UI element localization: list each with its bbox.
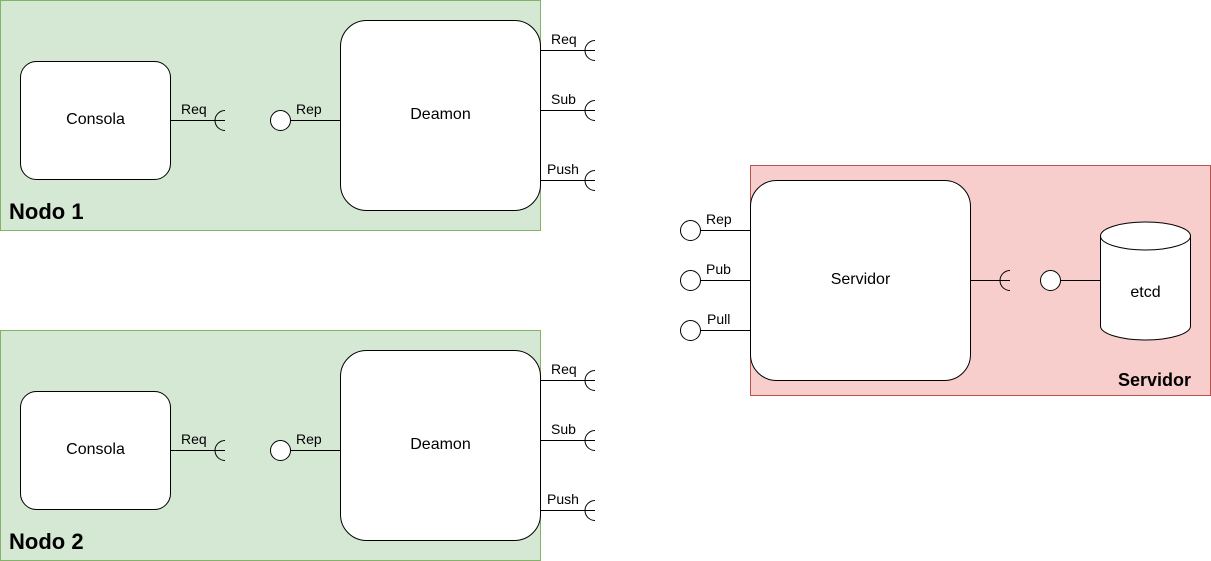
- node-2-daemon-box[interactable]: [340, 350, 541, 541]
- node-2-daemon-label: Deamon: [410, 436, 470, 453]
- node-1-daemon-push-label: Push: [547, 161, 579, 177]
- server-pull-ball: [680, 320, 701, 341]
- etcd-label: etcd: [1130, 284, 1160, 301]
- server-etcd-socket: [999, 270, 1011, 291]
- server-group-label: Servidor: [1118, 370, 1191, 390]
- node-2-daemon-rep-ball: [270, 440, 291, 461]
- server-group: Servidor Rep Pub Pull Servidor etcd: [680, 165, 1211, 396]
- node-2-daemon-sub-label: Sub: [551, 421, 576, 437]
- node-1-consola-req-socket: [214, 110, 226, 131]
- node-2-group: Nodo 2 Consola Req Rep Deamon Req Sub Pu…: [0, 330, 596, 561]
- node-1-daemon-sub-label: Sub: [551, 91, 576, 107]
- server-pub-ball: [680, 270, 701, 291]
- node-1-daemon-rep-label: Rep: [296, 101, 322, 117]
- node-2-daemon-req-label: Req: [551, 361, 577, 377]
- server-box-label: Servidor: [831, 271, 891, 288]
- node-2-daemon-sub-socket: [584, 430, 596, 451]
- node-2-daemon-rep-label: Rep: [296, 431, 322, 447]
- server-rep-label: Rep: [706, 211, 732, 227]
- node-1-label: Nodo 1: [9, 199, 84, 224]
- node-2-consola-label: Consola: [66, 441, 125, 458]
- node-1-daemon-label: Deamon: [410, 106, 470, 123]
- etcd-database-icon[interactable]: [1100, 221, 1191, 341]
- node-1-consola-label: Consola: [66, 111, 125, 128]
- node-2-daemon-push-label: Push: [547, 491, 579, 507]
- server-pull-label: Pull: [707, 311, 730, 327]
- node-2-consola-req-socket: [214, 440, 226, 461]
- node-1-daemon-rep-ball: [270, 110, 291, 131]
- node-1-daemon-push-socket: [584, 170, 596, 191]
- node-2-label: Nodo 2: [9, 529, 84, 554]
- node-2-consola-req-label: Req: [181, 431, 207, 447]
- node-2-daemon-push-socket: [584, 500, 596, 521]
- node-1-consola-req-label: Req: [181, 101, 207, 117]
- node-1-group: Nodo 1 Consola Req Rep Deamon Req Sub Pu…: [0, 0, 596, 231]
- server-rep-ball: [680, 220, 701, 241]
- node-2-daemon-req-socket: [584, 370, 596, 391]
- server-pub-label: Pub: [706, 261, 731, 277]
- node-1-daemon-box[interactable]: [340, 20, 541, 211]
- node-1-daemon-req-socket: [584, 40, 596, 61]
- node-1-daemon-req-label: Req: [551, 31, 577, 47]
- node-1-daemon-sub-socket: [584, 100, 596, 121]
- etcd-ball: [1040, 270, 1061, 291]
